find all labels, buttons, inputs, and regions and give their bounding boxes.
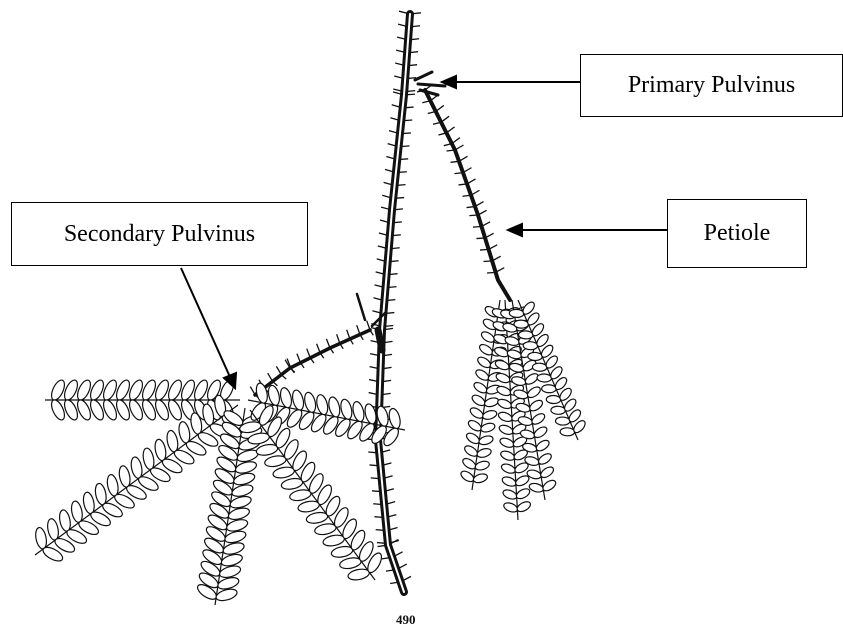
figure-number: 490	[396, 612, 416, 628]
petiole	[425, 90, 510, 300]
petiole-arrowhead	[508, 224, 522, 236]
petiole-label: Petiole	[667, 199, 807, 268]
secondary-pulvinus-label: Secondary Pulvinus	[11, 202, 308, 266]
primary-pulvinus-label: Primary Pulvinus	[580, 54, 843, 117]
main-stem	[378, 14, 410, 592]
secondary-pulvinus-pointer	[181, 268, 230, 377]
